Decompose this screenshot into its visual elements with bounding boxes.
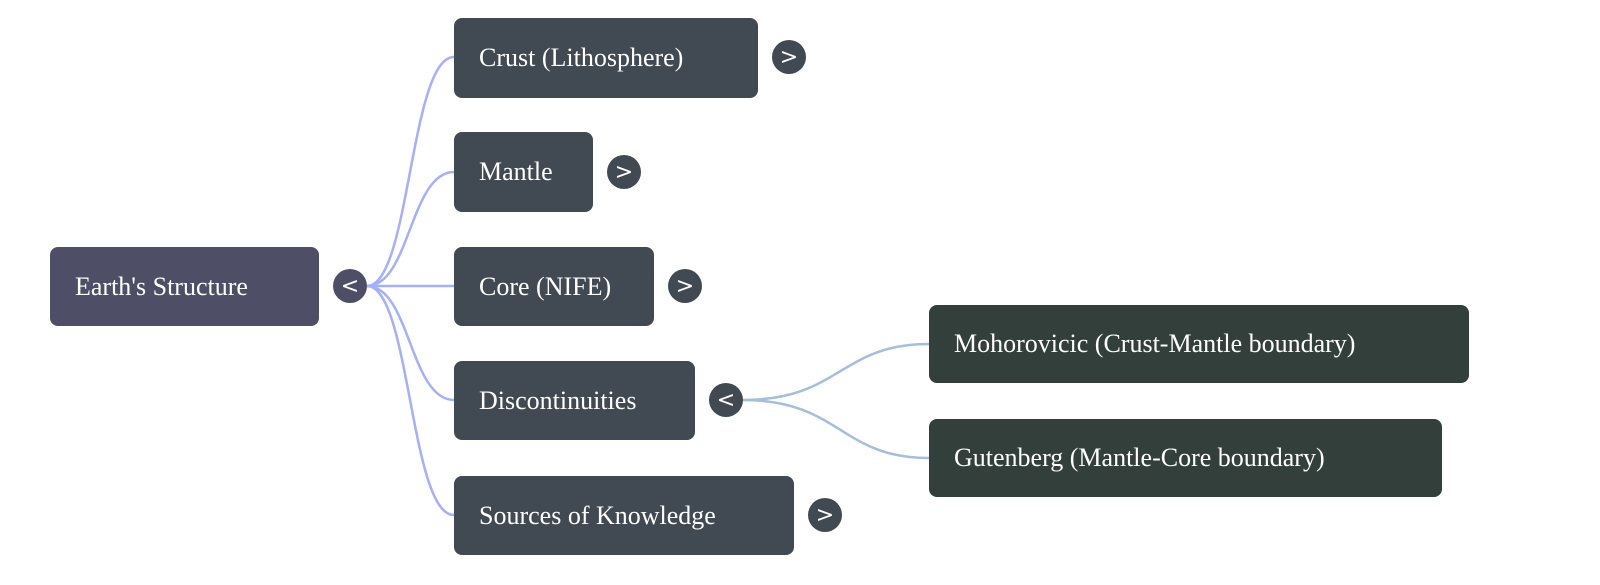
root-node[interactable]: Earth's Structure (50, 247, 319, 326)
collapse-toggle-root[interactable]: < (333, 269, 367, 303)
link-gutenberg (742, 398, 930, 460)
expand-toggle-crust[interactable]: > (772, 40, 806, 74)
node-label: Sources of Knowledge (479, 500, 716, 530)
node-label: Core (NIFE) (479, 271, 612, 301)
link-moho (742, 342, 930, 402)
expand-toggle-mantle[interactable]: > (607, 155, 641, 189)
node-core[interactable]: Core (NIFE) (454, 247, 654, 326)
expand-toggle-core[interactable]: > (668, 269, 702, 303)
expand-toggle-sources[interactable]: > (808, 498, 842, 532)
link-sources (366, 284, 455, 517)
link-mantle (366, 170, 455, 288)
node-mohorovicic[interactable]: Mohorovicic (Crust-Mantle boundary) (929, 305, 1469, 383)
node-label: Mantle (479, 157, 553, 186)
link-crust (366, 55, 455, 288)
node-crust[interactable]: Crust (Lithosphere) (454, 18, 758, 98)
node-gutenberg[interactable]: Gutenberg (Mantle-Core boundary) (929, 419, 1442, 497)
node-label: Earth's Structure (75, 271, 248, 301)
node-label: Mohorovicic (Crust-Mantle boundary) (954, 329, 1356, 358)
node-label: Discontinuities (479, 385, 637, 415)
node-label: Gutenberg (Mantle-Core boundary) (954, 443, 1325, 472)
node-sources-of-knowledge[interactable]: Sources of Knowledge (454, 476, 794, 555)
link-discontinuities (366, 284, 455, 402)
node-mantle[interactable]: Mantle (454, 132, 593, 212)
collapse-toggle-discontinuities[interactable]: < (709, 383, 743, 417)
node-label: Crust (Lithosphere) (479, 43, 684, 72)
node-discontinuities[interactable]: Discontinuities (454, 361, 695, 440)
